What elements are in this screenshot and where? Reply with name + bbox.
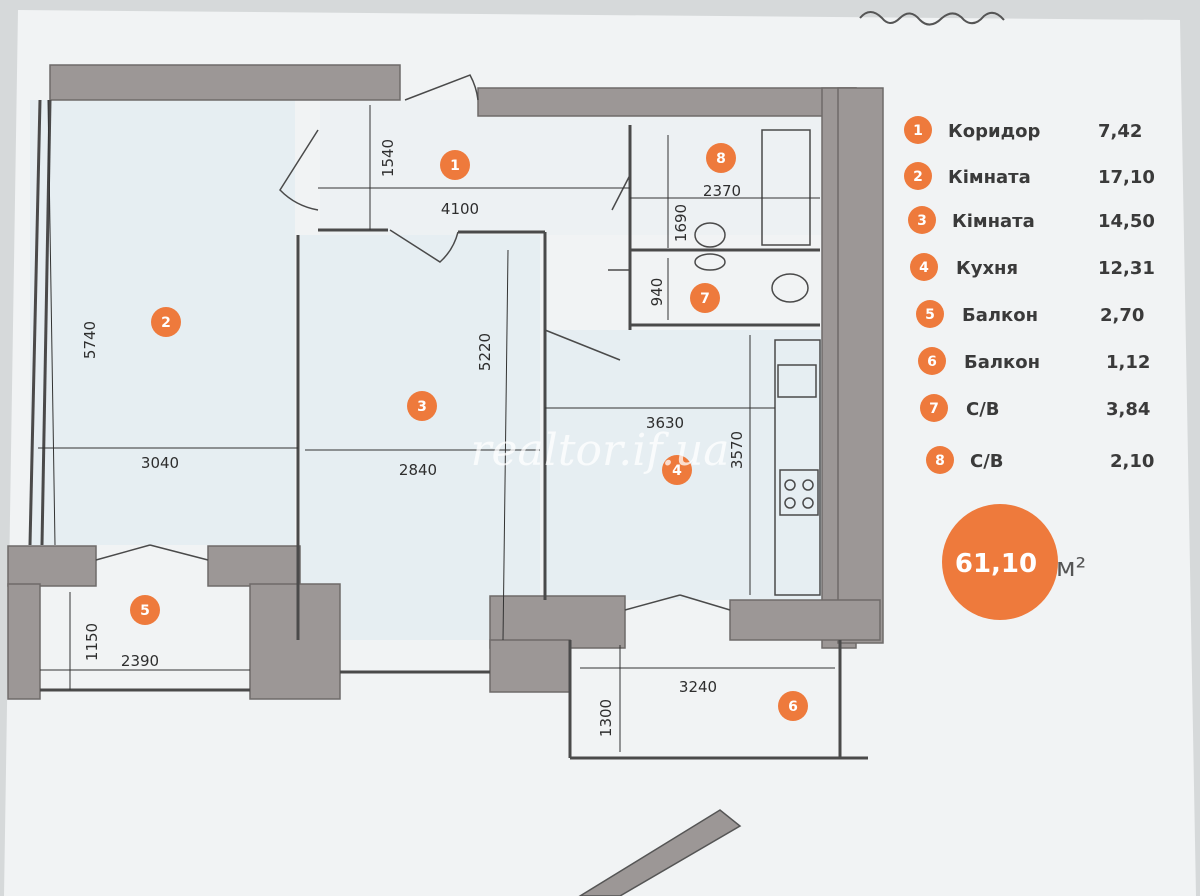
dim-1540: 1540 xyxy=(379,139,397,177)
room-marker-2-label: 2 xyxy=(161,315,171,331)
dim-2840: 2840 xyxy=(399,461,437,479)
dim-1150: 1150 xyxy=(83,623,101,661)
room-marker-7-label: 7 xyxy=(700,291,710,307)
dim-3630: 3630 xyxy=(646,414,684,432)
dim-5220: 5220 xyxy=(476,333,494,371)
legend-area: 14,50 xyxy=(1098,211,1155,232)
legend-item-5: 5 Балкон 2,70 xyxy=(916,300,1144,328)
dimension-labels: 5740 3040 1540 4100 5220 2840 2370 1690 … xyxy=(81,139,746,737)
walls xyxy=(7,64,884,700)
legend-item-6: 6 Балкон 1,12 xyxy=(918,347,1150,375)
room-marker-4-label: 4 xyxy=(672,463,682,479)
room-marker-4: 4 xyxy=(662,455,692,485)
legend-name: Коридор xyxy=(948,121,1040,142)
dim-3570: 3570 xyxy=(728,431,746,469)
legend-item-7: 7 С/В 3,84 xyxy=(920,394,1150,422)
dim-1300: 1300 xyxy=(597,699,615,737)
room-marker-3: 3 xyxy=(407,391,437,421)
legend-name: С/В xyxy=(966,399,1000,420)
legend-item-4: 4 Кухня 12,31 xyxy=(910,253,1155,281)
legend-area: 2,70 xyxy=(1100,305,1144,326)
kitchen-fixtures xyxy=(694,129,821,596)
total-area-unit: м² xyxy=(1056,553,1086,583)
dim-4100: 4100 xyxy=(441,200,479,218)
room-marker-1-label: 1 xyxy=(450,158,460,174)
next-plan-fragment xyxy=(578,809,742,896)
legend-number: 8 xyxy=(935,453,945,469)
room-marker-1: 1 xyxy=(440,150,470,180)
legend-area: 12,31 xyxy=(1098,258,1155,279)
legend-area: 7,42 xyxy=(1098,121,1142,142)
legend-item-8: 8 С/В 2,10 xyxy=(926,446,1154,474)
door-arcs xyxy=(95,74,731,611)
room-marker-3-label: 3 xyxy=(417,399,427,415)
dim-2370: 2370 xyxy=(703,182,741,200)
legend-number: 7 xyxy=(929,401,939,417)
legend-area: 3,84 xyxy=(1106,399,1150,420)
dim-3240: 3240 xyxy=(679,678,717,696)
legend-number: 2 xyxy=(913,169,923,185)
room-marker-5: 5 xyxy=(130,595,160,625)
room-marker-6: 6 xyxy=(778,691,808,721)
legend-name: Кімната xyxy=(952,211,1035,232)
dimension-lines xyxy=(38,99,835,752)
legend-name: Кухня xyxy=(956,258,1018,279)
handwriting-scribble xyxy=(859,11,1005,26)
legend-item-2: 2 Кімната 17,10 xyxy=(904,162,1155,190)
room-marker-5-label: 5 xyxy=(140,603,150,619)
legend-number: 4 xyxy=(919,260,929,276)
legend-area: 17,10 xyxy=(1098,167,1155,188)
watermark: realtor.if.ua xyxy=(470,425,729,476)
room-markers: 1 2 3 4 5 6 7 8 xyxy=(130,143,808,721)
legend-name: Балкон xyxy=(962,305,1038,326)
room-marker-8-label: 8 xyxy=(716,151,726,167)
legend-area: 1,12 xyxy=(1106,352,1150,373)
dim-2390: 2390 xyxy=(121,652,159,670)
total-area-value: 61,10 xyxy=(955,549,1037,579)
legend-number: 3 xyxy=(917,213,927,229)
room-marker-8: 8 xyxy=(706,143,736,173)
dim-3040: 3040 xyxy=(141,454,179,472)
legend-name: Балкон xyxy=(964,352,1040,373)
dim-5740: 5740 xyxy=(81,321,99,359)
legend-number: 5 xyxy=(925,307,935,323)
room-marker-2: 2 xyxy=(151,307,181,337)
dim-1690: 1690 xyxy=(672,204,690,242)
legend-item-1: 1 Коридор 7,42 xyxy=(904,116,1142,144)
legend-name: Кімната xyxy=(948,167,1031,188)
legend-name: С/В xyxy=(970,451,1004,472)
total-area-badge xyxy=(942,504,1058,620)
room-marker-6-label: 6 xyxy=(788,699,798,715)
legend-number: 1 xyxy=(913,123,923,139)
legend-item-3: 3 Кімната 14,50 xyxy=(908,206,1155,234)
room-marker-7: 7 xyxy=(690,283,720,313)
total-area: 61,10 м² xyxy=(942,504,1086,620)
interior-walls xyxy=(28,99,868,760)
legend-area: 2,10 xyxy=(1110,451,1154,472)
dim-940: 940 xyxy=(648,278,666,307)
legend-number: 6 xyxy=(927,354,937,370)
